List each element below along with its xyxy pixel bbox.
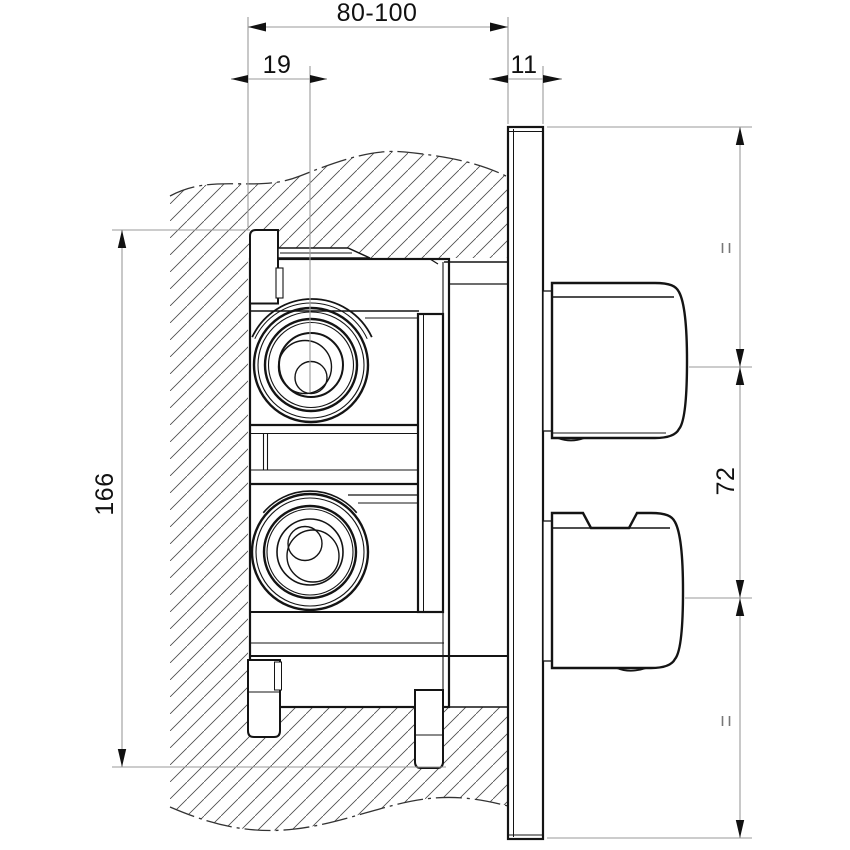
arrowhead bbox=[735, 127, 745, 145]
bottom-handle-knob bbox=[550, 511, 685, 670]
tab-notch bbox=[275, 267, 284, 299]
mounting-foot-left bbox=[247, 659, 281, 738]
body-top-step bbox=[429, 258, 439, 265]
extension-lines bbox=[112, 17, 752, 839]
mounting-foot-right bbox=[414, 689, 444, 769]
bottom-inlet-port bbox=[250, 490, 370, 612]
arrowhead bbox=[490, 22, 508, 32]
dim-depth-range: 80-100 bbox=[248, 0, 508, 32]
dim-plate-thickness-label: 11 bbox=[511, 51, 538, 79]
body-section-lines bbox=[250, 310, 508, 657]
dim-handle-spacing-label: 72 bbox=[712, 467, 740, 496]
arrowhead bbox=[231, 75, 248, 83]
arrowhead bbox=[735, 367, 745, 385]
dim-port-offset: 19 bbox=[231, 51, 327, 83]
dim-port-offset-label: 19 bbox=[263, 51, 292, 79]
dim-depth-label: 80-100 bbox=[337, 0, 418, 27]
dim-handle-spacing: 72 bbox=[712, 127, 745, 838]
dim-body-height: 166 bbox=[91, 230, 127, 767]
equal-spacing-mark-top bbox=[721, 243, 731, 253]
wall-break-line-bottom bbox=[169, 796, 509, 832]
dimensions: 80-100 19 11 166 bbox=[91, 0, 752, 839]
arrowhead bbox=[117, 230, 127, 248]
top-handle-neck bbox=[542, 290, 553, 432]
dim-plate-thickness: 11 bbox=[489, 51, 562, 83]
arrowhead bbox=[489, 75, 508, 83]
bottom-handle-neck bbox=[542, 520, 553, 662]
arrowhead bbox=[117, 749, 127, 767]
wall-break-line-top bbox=[169, 150, 509, 197]
equal-spacing-mark-bottom bbox=[721, 716, 731, 726]
rough-in-valve-body bbox=[247, 229, 508, 769]
arrowhead bbox=[248, 22, 266, 32]
arrowhead bbox=[543, 75, 562, 83]
body-front-column bbox=[416, 312, 445, 614]
top-handle bbox=[542, 281, 689, 442]
bottom-knob-groove bbox=[616, 667, 647, 672]
top-handle-knob bbox=[550, 281, 689, 440]
bottom-handle bbox=[542, 511, 685, 672]
arrowhead bbox=[735, 580, 745, 598]
dim-body-height-label: 166 bbox=[91, 472, 119, 515]
top-knob-groove bbox=[557, 437, 585, 442]
top-inlet-port bbox=[251, 298, 373, 424]
arrowhead bbox=[735, 598, 745, 616]
arrowhead bbox=[310, 75, 327, 83]
wall-plate bbox=[506, 125, 545, 841]
mounting-tab-top bbox=[249, 229, 279, 305]
foot-left-notch bbox=[274, 661, 282, 691]
arrowhead bbox=[735, 349, 745, 367]
arrowhead bbox=[735, 820, 745, 838]
